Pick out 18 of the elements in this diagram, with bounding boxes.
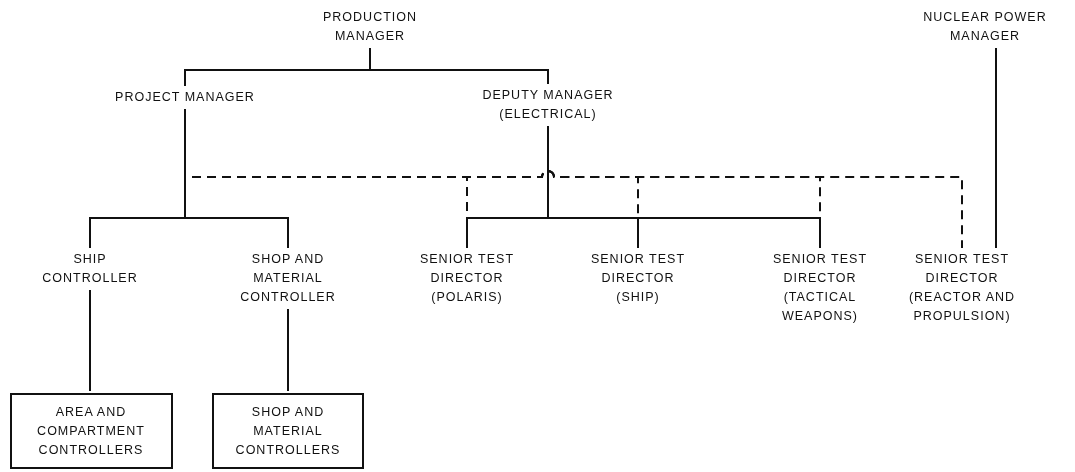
position-box: SHOP AND MATERIAL CONTROLLERS (212, 393, 364, 469)
position-label: DEPUTY MANAGER (ELECTRICAL) (458, 86, 638, 124)
connector-line (547, 125, 821, 249)
position-label: PROJECT MANAGER (95, 88, 275, 107)
position-box: AREA AND COMPARTMENT CONTROLLERS (9, 393, 173, 469)
connector-line (184, 108, 289, 249)
connector-line (995, 47, 997, 249)
position-label: NUCLEAR POWER MANAGER (910, 8, 1060, 46)
connector-line (89, 289, 91, 392)
position-label: SHIP CONTROLLER (25, 250, 155, 288)
connector-line (287, 308, 289, 392)
position-label: PRODUCTION MANAGER (295, 8, 445, 46)
position-label: SHOP AND MATERIAL CONTROLLER (223, 250, 353, 307)
position-label: SENIOR TEST DIRECTOR (POLARIS) (402, 250, 532, 307)
position-label: SENIOR TEST DIRECTOR (SHIP) (578, 250, 698, 307)
position-label: SENIOR TEST DIRECTOR (REACTOR AND PROPULSION) (892, 250, 1032, 326)
connector-line (369, 47, 549, 85)
position-label: SENIOR TEST DIRECTOR (TACTICAL WEAPONS) (755, 250, 885, 326)
